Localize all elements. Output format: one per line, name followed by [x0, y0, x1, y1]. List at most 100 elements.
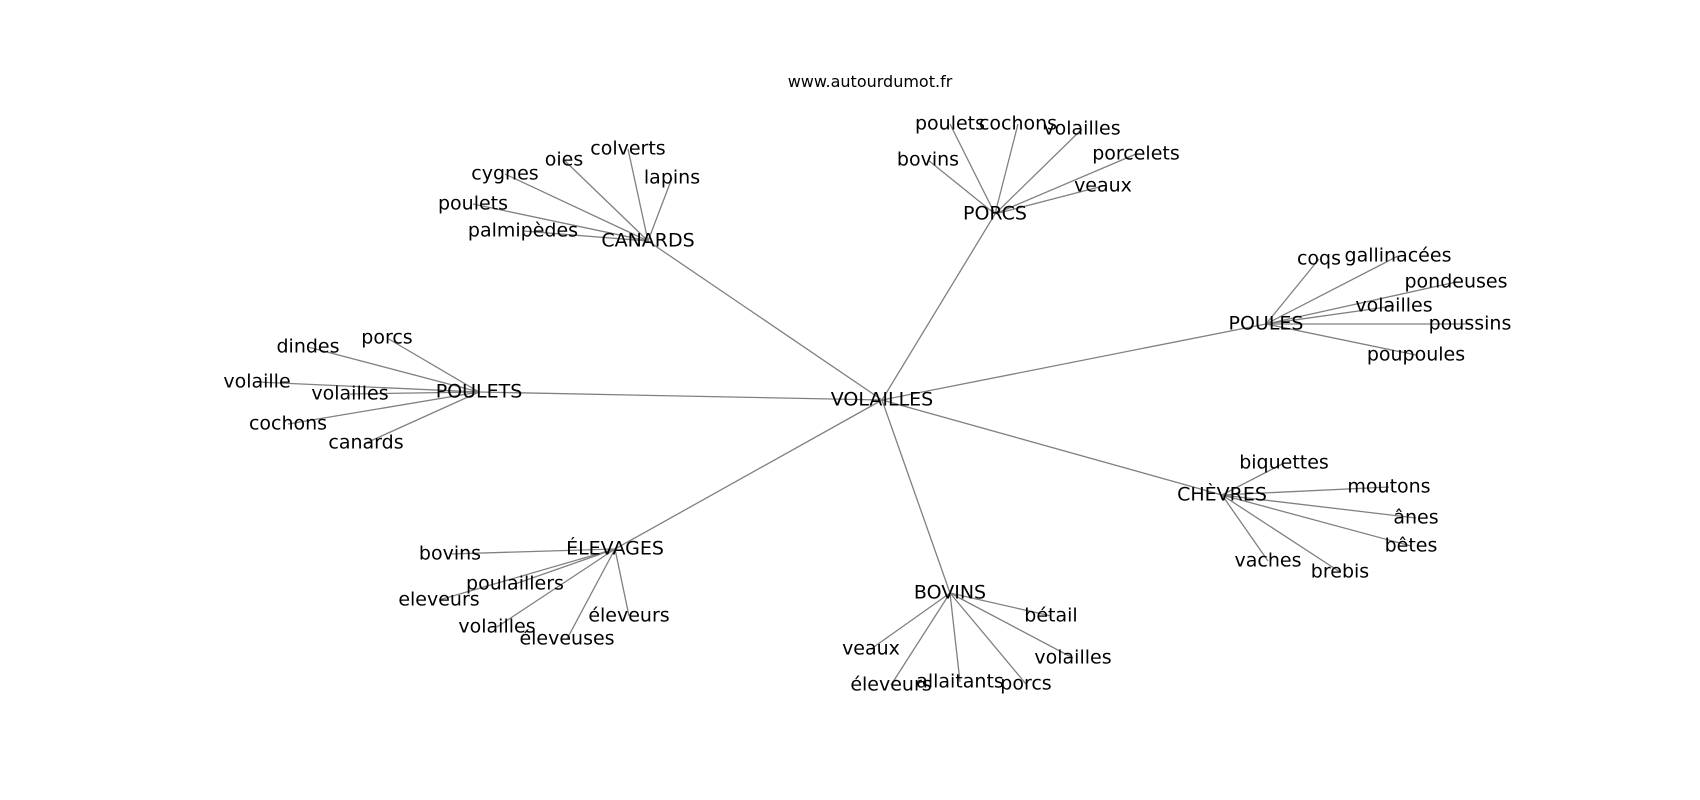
edge-porcs-leaf — [994, 128, 1083, 215]
leaf-node-label: oies — [545, 149, 584, 171]
leaf-node-label: colverts — [590, 138, 665, 160]
edge-bovins-leaf — [949, 592, 1074, 659]
edge-elevages-leaf — [566, 548, 616, 640]
leaf-node-label: ânes — [1393, 507, 1438, 529]
edge-chevres-leaf — [1221, 494, 1417, 519]
edge-canards-leaf — [627, 148, 649, 242]
edge-center-elevages — [614, 399, 883, 550]
hub-node-label-canards: CANARDS — [601, 230, 694, 252]
edge-canards-leaf — [522, 230, 649, 242]
edge-elevages-leaf — [514, 548, 616, 585]
edge-bovins-leaf — [949, 592, 1027, 685]
edge-poules-leaf — [1265, 281, 1457, 325]
leaf-node-label: moutons — [1347, 476, 1430, 498]
edge-canards-leaf — [504, 173, 649, 242]
edge-bovins-leaf — [949, 592, 1052, 617]
edge-elevages-leaf — [449, 548, 616, 555]
leaf-node-label: porcelets — [1092, 143, 1180, 165]
leaf-node-label: lapins — [644, 167, 700, 189]
edge-bovins-leaf — [949, 592, 961, 683]
edge-canards-leaf — [647, 177, 673, 242]
edge-center-porcs — [881, 213, 996, 401]
edge-canards-leaf — [472, 203, 649, 242]
edge-poules-leaf — [1265, 323, 1417, 356]
leaf-node-label: gallinacées — [1345, 245, 1452, 267]
leaf-node-label: poulets — [438, 193, 508, 215]
edge-porcs-leaf — [949, 123, 996, 215]
hub-node-label-bovins: BOVINS — [914, 582, 986, 604]
leaf-node-label: allaitants — [916, 671, 1004, 693]
hub-node-label-poulets: POULETS — [436, 381, 523, 403]
leaf-node-label: volailles — [1355, 295, 1432, 317]
center-node-label: VOLAILLES — [831, 389, 933, 411]
leaf-node-label: poulaillers — [466, 573, 564, 595]
edge-poulets-leaf — [287, 391, 480, 425]
edge-poules-leaf — [1265, 255, 1399, 325]
leaf-node-label: cygnes — [471, 163, 538, 185]
leaf-node-label: volailles — [1043, 118, 1120, 140]
edge-center-bovins — [881, 399, 951, 594]
leaf-node-label: veaux — [1074, 175, 1132, 197]
leaf-node-label: coqs — [1297, 248, 1341, 270]
hub-node-label-poules: POULES — [1229, 313, 1304, 335]
leaf-node-label: éleveurs — [850, 674, 931, 696]
leaf-node-label: palmipèdes — [468, 220, 578, 242]
edge-chevres-leaf — [1221, 486, 1390, 496]
leaf-node-label: bovins — [897, 149, 959, 171]
edge-poules-leaf — [1265, 258, 1320, 325]
edge-elevages-leaf — [438, 548, 616, 601]
edge-poules-leaf — [1265, 305, 1395, 325]
edge-poulets-leaf — [386, 337, 480, 393]
leaf-node-label: veaux — [842, 638, 900, 660]
edge-porcs-leaf — [994, 153, 1137, 215]
leaf-node-label: porcs — [1000, 673, 1051, 695]
hub-node-label-elevages: ÉLEVAGES — [566, 537, 664, 560]
leaf-node-label: volaille — [223, 371, 290, 393]
edge-chevres-leaf — [1221, 494, 1412, 547]
leaf-node-label: volailles — [1034, 647, 1111, 669]
leaf-node-label: poulets — [915, 113, 985, 135]
edge-chevres-leaf — [1221, 494, 1341, 573]
graph-edges — [256, 123, 1470, 686]
edge-chevres-leaf — [1221, 494, 1269, 562]
leaf-node-label: bovins — [419, 543, 481, 565]
leaf-node-label: éleveuses — [519, 628, 614, 650]
leaf-node-label: volailles — [458, 616, 535, 638]
leaf-node-label: vaches — [1235, 550, 1302, 572]
graph-labels: VOLAILLES CANARDS colverts oies cygnes lapins… — [223, 113, 1511, 696]
edge-bovins-leaf — [870, 592, 951, 650]
edge-porcs-leaf — [927, 159, 996, 215]
leaf-node-label: pondeuses — [1404, 271, 1507, 293]
edge-poulets-leaf — [365, 391, 480, 444]
edge-porcs-leaf — [994, 185, 1104, 215]
watermark-url: www.autourdumot.fr — [787, 72, 953, 91]
edge-canards-leaf — [563, 159, 649, 242]
edge-center-canards — [647, 240, 883, 401]
leaf-node-label: biquettes — [1239, 452, 1329, 474]
leaf-node-label: volailles — [311, 383, 388, 405]
leaf-node-label: poupoules — [1367, 344, 1465, 366]
leaf-node-label: bétail — [1024, 605, 1077, 627]
edge-poulets-leaf — [256, 381, 480, 393]
leaf-node-label: porcs — [361, 327, 412, 349]
leaf-node-label: dindes — [276, 336, 339, 358]
leaf-node-label: cochons — [979, 113, 1057, 135]
edge-center-poules — [881, 323, 1267, 401]
leaf-node-label: bêtes — [1385, 535, 1438, 557]
hub-node-label-chevres: CHÈVRES — [1177, 483, 1267, 506]
leaf-node-label: canards — [328, 432, 403, 454]
edge-center-chevres — [881, 399, 1223, 496]
edge-chevres-leaf — [1221, 462, 1285, 496]
edge-poulets-leaf — [307, 346, 480, 393]
edge-elevages-leaf — [614, 548, 630, 617]
edge-elevages-leaf — [496, 548, 616, 628]
leaf-node-label: eleveurs — [398, 589, 479, 611]
leaf-node-label: cochons — [249, 413, 327, 435]
leaf-node-label: éleveurs — [588, 605, 669, 627]
leaf-node-label: poussins — [1429, 313, 1512, 335]
edge-bovins-leaf — [890, 592, 951, 686]
leaf-node-label: brebis — [1311, 561, 1369, 583]
edge-poulets-leaf — [349, 391, 480, 395]
edge-porcs-leaf — [994, 123, 1019, 215]
